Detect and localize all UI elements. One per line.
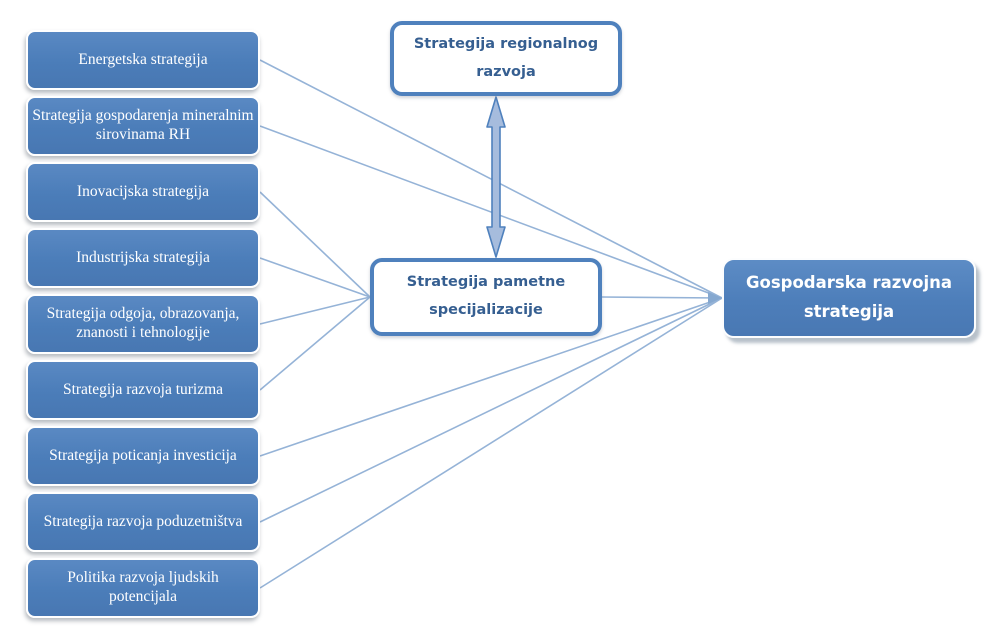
node-label: Strategija poticanja investicija [49,446,237,464]
node-strategija-pametne-specijalizacije: Strategija pametne specijalizacije [370,258,602,336]
node-label: Strategija gospodarenja mineralnim sirov… [32,107,254,143]
node-industrijska-strategija: Industrijska strategija [26,228,260,288]
double-arrow-regionalnog-pametne [486,96,506,258]
connector-inovacijska-to-pametne [259,191,371,298]
node-strategija-gospodarenja-mineralnim-sirovinama: Strategija gospodarenja mineralnim sirov… [26,96,260,156]
node-label: Strategija pametne specijalizacije [406,274,566,318]
node-strategija-razvoja-turizma: Strategija razvoja turizma [26,360,260,420]
connector-turizma-to-pametne [259,296,371,391]
node-label: Politika razvoja ljudskih potencijala [67,569,219,605]
arrowhead-into-gospodarska [708,292,722,304]
node-strategija-poticanja-investicija: Strategija poticanja investicija [26,426,260,486]
node-energetska-strategija: Energetska strategija [26,30,260,90]
connector-odgoja-to-pametne [259,296,371,325]
node-label: Gospodarska razvojna strategija [745,273,953,321]
node-strategija-regionalnog-razvoja: Strategija regionalnog razvoja [390,21,622,96]
node-label: Strategija odgoja, obrazovanja, znanosti… [46,305,240,341]
node-gospodarska-razvojna-strategija: Gospodarska razvojna strategija [722,258,976,338]
node-label: Inovacijska strategija [76,182,210,200]
node-label: Strategija razvoja poduzetništva [43,512,243,530]
node-label: Strategija regionalnog razvoja [413,35,599,80]
node-label: Strategija razvoja turizma [62,380,224,398]
node-politika-razvoja-ljudskih-potencijala: Politika razvoja ljudskih potencijala [26,558,260,618]
node-strategija-razvoja-poduzetnistva: Strategija razvoja poduzetništva [26,492,260,552]
connector-politika-to-gospodarska [259,297,723,589]
node-label: Energetska strategija [78,50,208,68]
node-label: Industrijska strategija [76,248,210,266]
node-inovacijska-strategija: Inovacijska strategija [26,162,260,222]
connector-industrijska-to-pametne [259,257,371,298]
connector-pametne-to-gospodarska [601,296,723,299]
node-strategija-odgoja-obrazovanja: Strategija odgoja, obrazovanja, znanosti… [26,294,260,354]
